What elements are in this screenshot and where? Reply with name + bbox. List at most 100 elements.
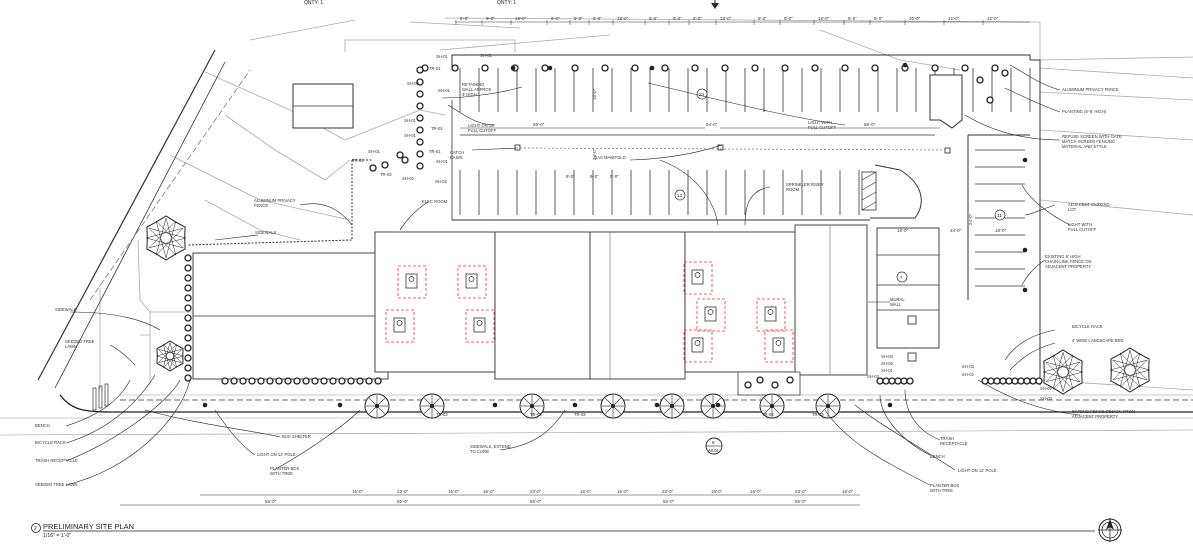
bottom-dimension: 16'-0" [617,489,629,494]
bottom-dimension: 55'-0" [530,499,542,504]
svg-text:9'-0": 9'-0" [610,174,619,179]
shrub-icon [871,64,879,72]
top-dimension: 9'-0" [874,16,883,21]
unit-marker-dot [476,320,483,326]
stall-count-11: 11 [994,209,1006,221]
top-dimension: 9'-0" [758,16,767,21]
svg-text:18'-0": 18'-0" [897,228,909,233]
shrub-icon [631,64,639,72]
svg-text:13: 13 [677,193,683,198]
mid-dimensions: 58'-0" 54'-0" 58'-0" 9'-0" 9'-0" 9'-0" 1… [460,88,1007,233]
street-tree-icon [659,393,685,419]
plant-tag: SH-01 [480,53,493,58]
gas-manifold-label: GAS MANIFOLD [594,155,626,160]
top-dimension: 18'-0" [515,16,527,21]
bottom-dimension: 55'-0" [795,499,807,504]
bench-left-label: BENCH [35,423,50,428]
bottom-dimension: 16'-0" [580,489,592,494]
top-dimension: 9'-0" [551,16,560,21]
privacy-fence-label: ALUMINUM PRIVACY [254,198,296,203]
planter-label: PLANTER BOX [930,483,960,488]
street-tree-icon [600,393,626,419]
svg-text:WITH TREE: WITH TREE [270,471,293,476]
shrub-icon [894,377,902,385]
plant-tag: TR-02 [431,126,443,131]
plant-tag: SH-02 [1040,386,1053,391]
sidewalk-label: SIDEWALK [255,230,277,235]
seeded-lawn-bottom-label: SEEDED TREE LAWN [35,482,78,487]
trash-left-label: TRASH RECEPTACLE [35,458,78,463]
top-dimension: 9'-0" [486,16,495,21]
refuse-label: REFUSE SCREEN WITH GATE [1062,134,1122,139]
light-pole-icon [1022,157,1028,163]
svg-text:11: 11 [997,213,1002,218]
plant-tags: SH-01TR-01SH-01SH-03SH-01SH-01SH-01TR-02… [352,53,1053,417]
svg-text:ADJACENT PROPERTY: ADJACENT PROPERTY [1072,414,1118,419]
shrub-icon [284,377,292,385]
street-tree-icon [815,393,841,419]
bus-shelter-label: BUS SHELTER [282,434,311,439]
unit-marker-icon [691,337,704,353]
plant-tag: SH-01 [404,133,417,138]
unit-marker-icon [473,317,486,333]
shrub-icon [751,64,759,72]
catch-basin-icon [717,144,724,151]
bottom-dimension: 55'-0" [265,499,277,504]
light-pole-icon [547,65,553,71]
sprinkler-label: SPRINKLER RISER [786,182,824,187]
drawing-title: 2 PRELIMINARY SITE PLAN 1/16" = 1'-0" [31,522,1095,539]
top-dimension: 12'-0" [948,16,960,21]
shrub-icon [1005,377,1013,385]
shrub-icon [416,90,424,98]
unit-marker-dot [694,272,701,278]
shrub-icon [900,377,908,385]
svg-text:24'-0": 24'-0" [950,228,962,233]
light-pole-icon [654,402,660,408]
plant-tag: TR-03 [380,172,392,177]
shrub-icon [451,64,459,72]
unit-marker-icon [691,269,704,285]
plant-tag: SH-03 [407,81,420,86]
bottom-dimension: 23'-0" [662,489,674,494]
plant-tag: TR-03 [812,412,824,417]
shrub-icon [184,364,192,372]
shrub-icon [184,264,192,272]
bottom-dimension: 55'-0" [663,499,675,504]
shrub-icon [184,374,192,382]
svg-text:WITH TREE: WITH TREE [930,488,953,493]
shrub-icon [401,156,409,164]
street-tree-icon [700,393,726,419]
elec-room-label: ELEC ROOM [422,199,448,204]
svg-text:BASIN: BASIN [450,155,463,160]
plant-tag: TR-03 [574,412,586,417]
shrub-icon [184,294,192,302]
shrub-icon [976,76,984,84]
shrub-icon [991,64,999,72]
plant-tag: SH-01 [404,118,417,123]
top-dimension: 9'-0" [693,16,702,21]
plant-tag: SH-02 [881,361,894,366]
shrubs [184,64,1043,389]
unit-marker-dot [396,320,403,326]
shrub-icon [230,377,238,385]
shrub-icon [184,254,192,262]
parking-stalls-middle-row [459,170,860,215]
svg-text:8: 8 [712,440,715,445]
svg-text:LOT: LOT [1068,207,1077,212]
svg-text:WALL APPROX: WALL APPROX [462,87,492,92]
shrub-icon [416,138,424,146]
plant-tag: SH-01 [436,159,449,164]
title-name: PRELIMINARY SITE PLAN [43,522,134,531]
retaining-wall-label: RETAINING [462,82,485,87]
light-pole-icon [202,402,208,408]
shrub-icon [811,64,819,72]
shrub-icon [541,64,549,72]
top-dimension: 9'-0" [574,16,583,21]
title-scale: 1/16" = 1'-0" [43,533,71,539]
svg-text:FULL CUTOFF: FULL CUTOFF [808,125,837,130]
unit-markers [385,261,794,363]
shrub-icon [771,381,779,389]
shrub-icon [293,377,301,385]
shrub-icon [691,64,699,72]
shrub-icon [931,64,939,72]
